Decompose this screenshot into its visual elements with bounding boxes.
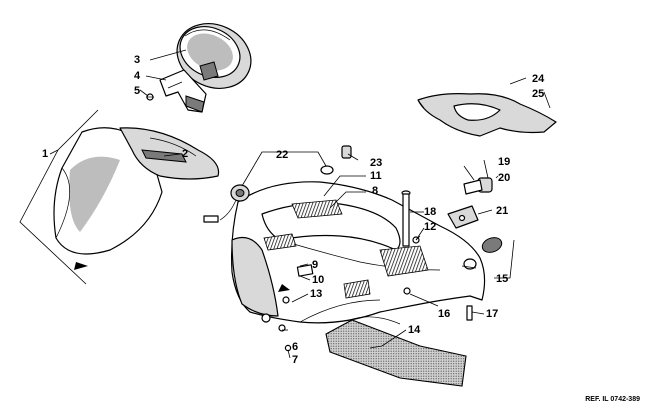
bolt-18 [401, 190, 411, 247]
callout-8: 8 [372, 185, 378, 197]
gauge-housing [176, 23, 252, 89]
floor-mat [325, 316, 467, 387]
direction-arrow [74, 262, 88, 270]
callout-7: 7 [292, 354, 298, 366]
callout-9: 9 [312, 259, 318, 271]
callout-labels: 1 2 3 4 5 6 7 8 9 10 11 12 13 14 15 16 1… [42, 54, 640, 403]
callout-24: 24 [532, 73, 545, 85]
front-nose-cover [53, 127, 163, 255]
callout-23: 23 [370, 157, 382, 169]
callout-25: 25 [532, 88, 544, 100]
screw-5 [146, 93, 154, 101]
callout-16: 16 [438, 308, 450, 320]
callout-13: 13 [310, 288, 322, 300]
callout-22: 22 [276, 149, 288, 161]
knob-23 [320, 145, 352, 175]
callout-4: 4 [134, 70, 141, 82]
callout-14: 14 [408, 324, 421, 336]
switch-harness [203, 184, 250, 223]
callout-11: 11 [370, 170, 382, 182]
callout-20: 20 [498, 172, 510, 184]
gauge-bracket [159, 69, 207, 113]
callout-5: 5 [134, 85, 140, 97]
callout-19: 19 [498, 156, 510, 168]
leader-lines [19, 49, 551, 359]
callout-12: 12 [424, 221, 436, 233]
callout-17: 17 [486, 308, 498, 320]
reference-code: REF. IL 0742-389 [585, 396, 640, 403]
callout-21: 21 [496, 205, 508, 217]
main-console [231, 181, 486, 324]
callout-18: 18 [424, 206, 436, 218]
nose-trim-panel [119, 127, 220, 180]
callout-15: 15 [496, 273, 508, 285]
switch-bracket [447, 177, 493, 229]
callout-2: 2 [182, 148, 188, 160]
rear-cover [417, 93, 557, 137]
callout-6: 6 [292, 341, 298, 353]
fasteners [261, 236, 473, 352]
callout-1: 1 [42, 148, 48, 160]
callout-10: 10 [312, 274, 324, 286]
callout-3: 3 [134, 54, 140, 66]
direction-arrow [278, 284, 290, 292]
